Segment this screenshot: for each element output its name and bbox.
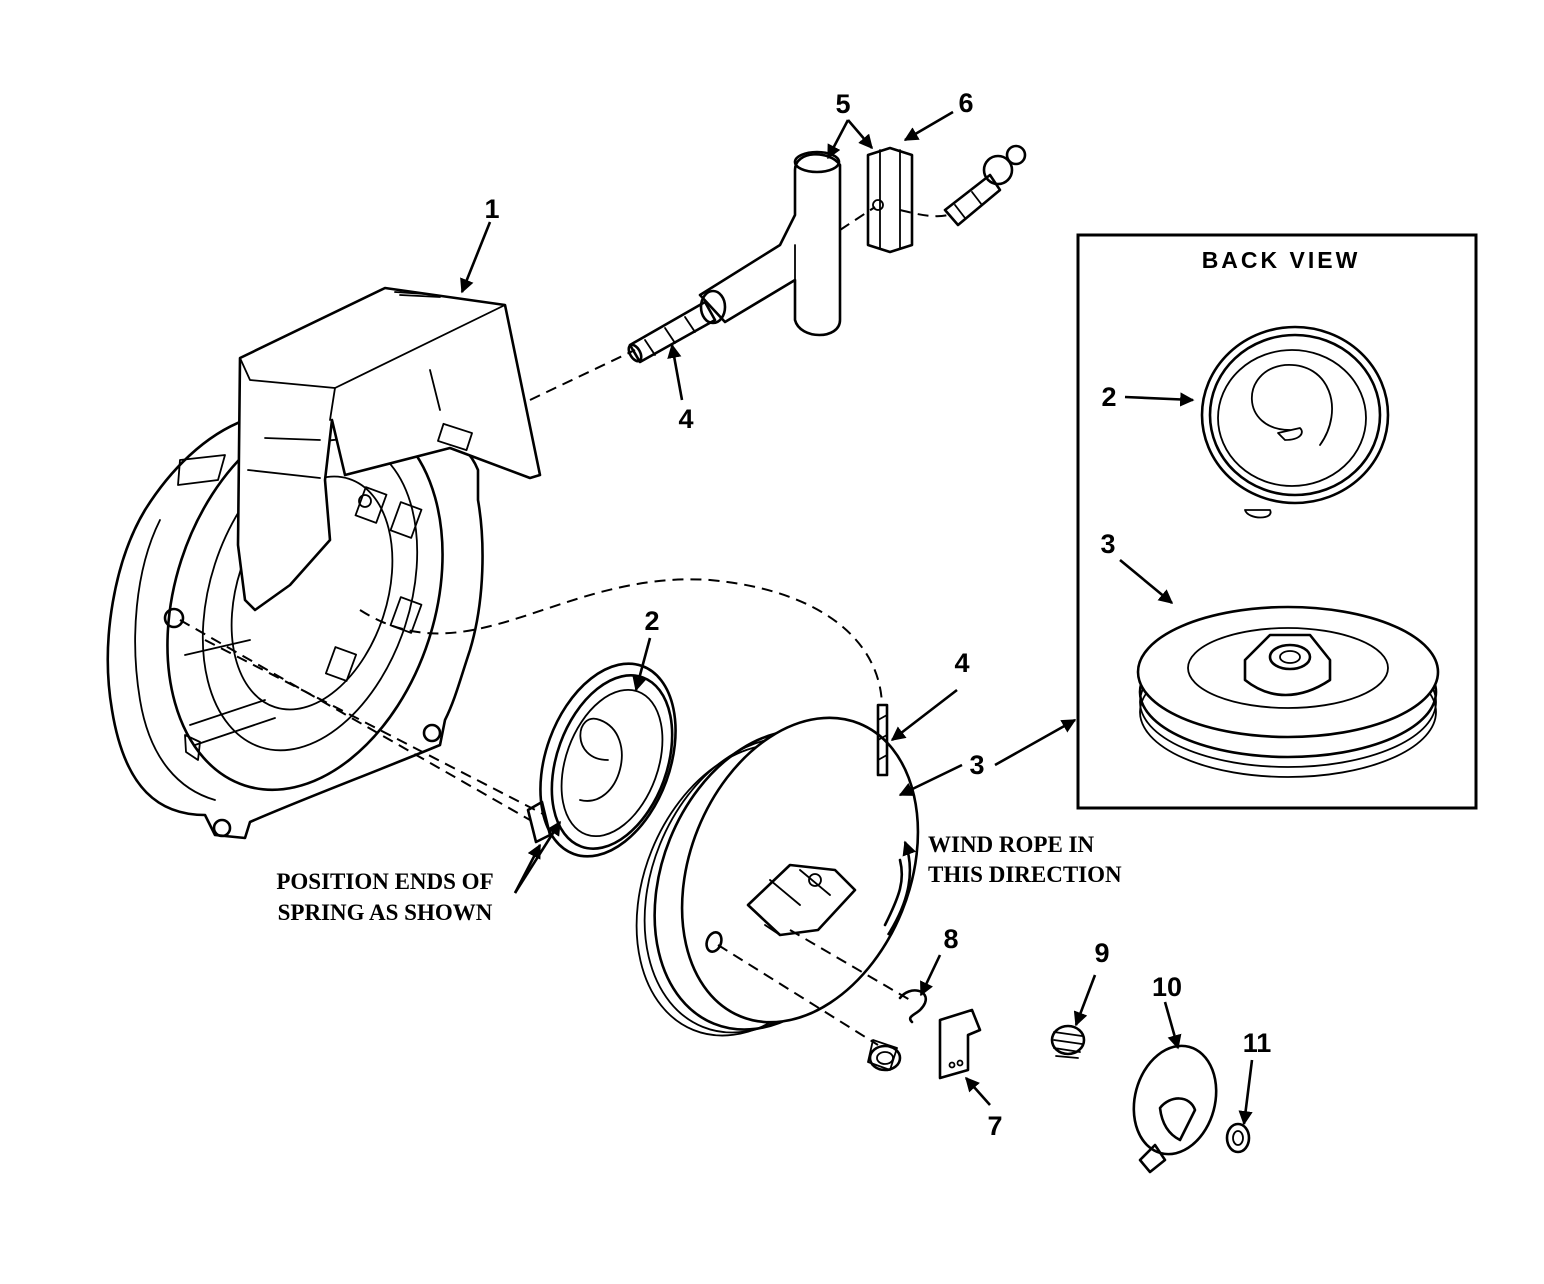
- wind-note-line-1: WIND ROPE IN: [928, 832, 1095, 857]
- handle-insert: [866, 146, 914, 254]
- wind-note-line-2: THIS DIRECTION: [928, 862, 1122, 887]
- starter-pulley: [635, 703, 920, 1037]
- callout-labels: 1 4 5 6 2 4 3 2 3 8 7 9 10 11: [484, 88, 1271, 1141]
- back-view-spring: [1200, 325, 1390, 519]
- rope-knot: [943, 144, 1027, 227]
- pawl: [938, 1008, 982, 1080]
- starter-housing: [106, 286, 542, 840]
- spring-position-note: POSITION ENDS OF SPRING AS SHOWN: [276, 869, 493, 925]
- callout-pawl: 7: [987, 1111, 1002, 1141]
- starter-handle: [698, 150, 842, 337]
- spring-note-line-2: SPRING AS SHOWN: [278, 900, 493, 925]
- back-view-title: BACK VIEW: [1202, 247, 1361, 273]
- callout-insert: 6: [958, 88, 973, 118]
- brake-spring: [1050, 1024, 1086, 1059]
- callout-spring-main: 2: [644, 606, 659, 636]
- callout-rope-upper: 4: [678, 404, 693, 434]
- callout-handle: 5: [835, 89, 850, 119]
- pawl-spring: [898, 989, 928, 1024]
- callout-spring-back: 2: [1101, 382, 1116, 412]
- leader-lines: [460, 110, 1254, 1126]
- callout-pulley-main: 3: [969, 750, 984, 780]
- retainer: [1132, 1044, 1218, 1174]
- back-view-panel: [1076, 233, 1478, 810]
- rewind-spring: [526, 662, 677, 858]
- back-view-pulley: [1136, 605, 1440, 778]
- assembly-lines: [179, 206, 1276, 1046]
- starter-rope-upper: [627, 300, 717, 364]
- wind-rope-note: WIND ROPE IN THIS DIRECTION: [928, 832, 1122, 887]
- screw-small: [1225, 1122, 1251, 1154]
- callout-pulley-back: 3: [1100, 529, 1115, 559]
- callout-screw: 11: [1243, 1028, 1272, 1058]
- pulley-screw: [867, 1039, 902, 1072]
- spring-note-line-1: POSITION ENDS OF: [276, 869, 493, 894]
- callout-housing: 1: [484, 194, 499, 224]
- callout-pawl-spring: 8: [943, 924, 958, 954]
- callout-brake-spring: 9: [1094, 938, 1109, 968]
- callout-rope-lower: 4: [954, 648, 969, 678]
- callout-retainer: 10: [1152, 972, 1182, 1002]
